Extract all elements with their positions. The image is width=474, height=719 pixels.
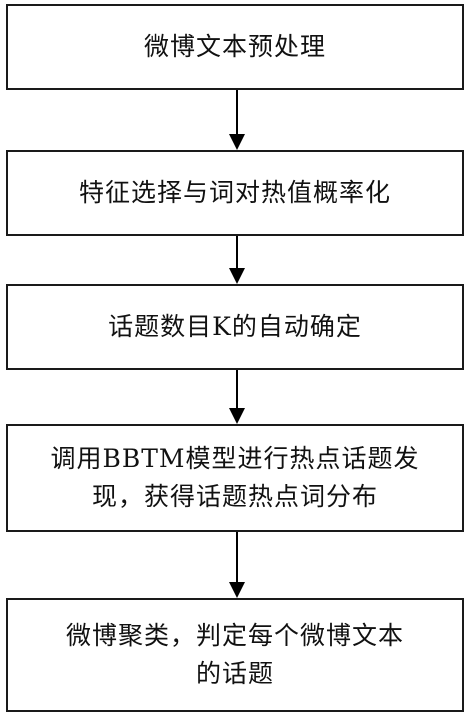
step-box-preprocess: 微博文本预处理 <box>6 4 464 90</box>
flow-arrow-2 <box>225 236 249 284</box>
step-box-bbtm-model: 调用BBTM模型进行热点话题发 现，获得话题热点词分布 <box>6 424 464 532</box>
step-label: 微博聚类，判定每个微博文本 的话题 <box>66 617 404 693</box>
step-label-line: 特征选择与词对热值概率化 <box>78 178 391 207</box>
step-label: 话题数目K的自动确定 <box>108 308 362 346</box>
step-label-line: 话题数目K的自动确定 <box>108 312 362 341</box>
flow-arrow-1 <box>225 90 249 150</box>
step-box-feature-selection: 特征选择与词对热值概率化 <box>6 150 464 236</box>
step-label: 特征选择与词对热值概率化 <box>79 174 391 212</box>
step-box-topic-number: 话题数目K的自动确定 <box>6 284 464 370</box>
step-label-line: 的话题 <box>195 659 274 688</box>
step-label-line: 调用BBTM模型进行热点话题发 <box>50 444 420 473</box>
flow-arrow-4 <box>225 532 249 598</box>
step-label: 调用BBTM模型进行热点话题发 现，获得话题热点词分布 <box>50 440 419 516</box>
step-box-clustering: 微博聚类，判定每个微博文本 的话题 <box>6 598 464 712</box>
flow-arrow-3 <box>225 370 249 424</box>
step-label-line: 微博聚类，判定每个微博文本 <box>65 621 404 650</box>
step-label: 微博文本预处理 <box>144 28 326 66</box>
step-label-line: 微博文本预处理 <box>143 32 326 61</box>
step-label-line: 现，获得话题热点词分布 <box>91 482 378 511</box>
